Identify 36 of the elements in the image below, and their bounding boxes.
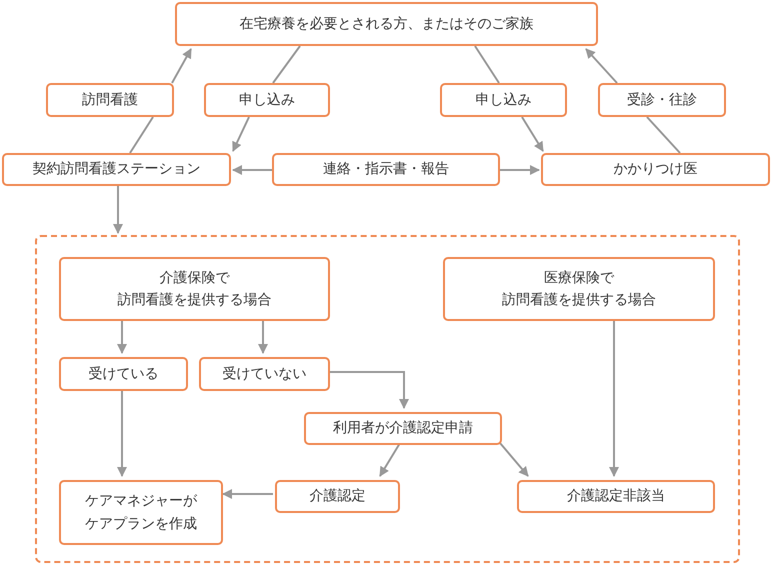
connector-line	[272, 45, 301, 84]
connector-line	[474, 45, 500, 84]
arrow	[585, 48, 618, 84]
process-box: 連絡・指示書・報告	[272, 153, 500, 186]
process-box: 申し込み	[204, 83, 330, 117]
arrow	[521, 116, 544, 152]
process-box: 受けている	[59, 357, 188, 391]
arrow	[222, 489, 273, 499]
connector-line	[129, 116, 154, 154]
arrow	[117, 319, 127, 354]
process-box: 契約訪問看護ステーション	[2, 153, 231, 186]
process-box: 利用者が介護認定申請	[304, 412, 502, 445]
group-frame	[35, 235, 740, 563]
arrow	[609, 319, 619, 477]
arrow	[500, 165, 540, 175]
arrow	[379, 442, 401, 477]
arrow	[232, 165, 272, 175]
arrow	[117, 389, 127, 477]
arrow	[171, 48, 192, 84]
process-box: かかりつけ医	[541, 153, 770, 186]
process-box: 訪問看護	[46, 83, 174, 117]
process-box: 介護認定非該当	[517, 480, 715, 513]
arrow	[258, 319, 268, 354]
arrow	[499, 442, 529, 477]
process-box: 介護保険で訪問看護を提供する場合	[59, 257, 330, 321]
arrow	[113, 186, 123, 234]
arrow	[232, 116, 250, 152]
process-box: 介護認定	[275, 480, 400, 513]
arrow	[328, 371, 409, 409]
process-box: 申し込み	[440, 83, 567, 117]
process-box: 受けていない	[199, 357, 330, 391]
connector-line	[646, 116, 681, 154]
process-box: 医療保険で訪問看護を提供する場合	[443, 257, 715, 321]
process-box: 受診・往診	[598, 83, 726, 117]
process-box: ケアマネジャーがケアプランを作成	[59, 480, 223, 545]
process-box: 在宅療養を必要とされる方、またはそのご家族	[175, 2, 598, 46]
